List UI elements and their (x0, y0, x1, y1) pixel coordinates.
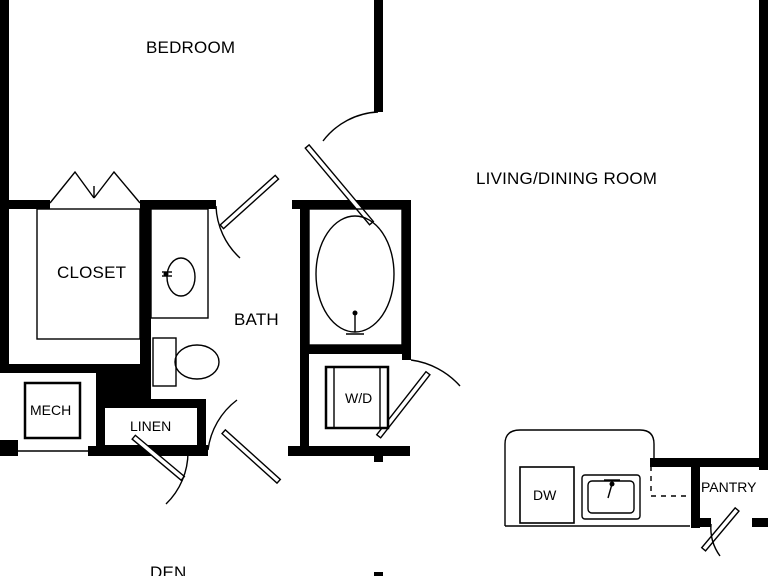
kitchen-counter-outline (504, 429, 655, 526)
label-bath: BATH (234, 310, 279, 329)
wall-mech-bottom-right (88, 446, 108, 456)
wall-bedroom-living-divider (374, 0, 383, 112)
wall-closet-bottom (0, 364, 151, 373)
labels: BEDROOM LIVING/DINING ROOM CLOSET BATH M… (30, 38, 757, 576)
label-linen: LINEN (130, 418, 171, 434)
wall-mech-right (96, 364, 105, 456)
wall-mech-linen-block (103, 364, 151, 400)
bath-top-door[interactable] (215, 174, 280, 259)
bath-sink-icon (162, 257, 196, 297)
fixtures (23, 208, 641, 524)
wall-tub-left (300, 200, 309, 354)
wall-right-exterior (759, 0, 768, 470)
label-closet: CLOSET (57, 263, 126, 282)
closet-bifold-doors[interactable] (49, 170, 141, 204)
label-den: DEN (150, 563, 187, 576)
wall-closet-top-left (0, 200, 50, 209)
bathtub-icon (308, 208, 403, 346)
wall-den-stub (374, 572, 383, 576)
bath-bottom-door[interactable] (207, 399, 282, 485)
wall-closet-top-right (140, 200, 216, 209)
label-bedroom: BEDROOM (146, 38, 235, 57)
wall-left-exterior-top (0, 0, 9, 210)
wall-pantry-left (691, 458, 700, 528)
dishwasher-icon (519, 466, 575, 524)
wd-door[interactable] (375, 359, 461, 439)
wall-wd-top (300, 345, 411, 354)
vanity-counter (150, 208, 209, 319)
wall-left-exterior-lower (0, 440, 18, 456)
label-living-dining: LIVING/DINING ROOM (476, 169, 657, 188)
pantry-door[interactable] (700, 506, 740, 557)
wall-bath-bottom-stub (374, 446, 383, 462)
wall-bath-bottom (288, 446, 410, 456)
wall-wd-left (300, 345, 309, 456)
label-mech: MECH (30, 402, 71, 418)
label-washer-dryer: W/D (345, 390, 372, 406)
wall-linen-right (197, 399, 206, 456)
kitchen-sink-icon (581, 474, 641, 520)
toilet-icon (152, 337, 220, 387)
wall-bath-top-right (292, 200, 410, 209)
interior-lines (18, 208, 691, 527)
mech-box (23, 381, 82, 440)
wall-closet-bath-divider (140, 200, 151, 386)
wall-pantry-top (650, 458, 768, 467)
wall-linen-top (103, 399, 205, 408)
wall-pantry-bottom-left (691, 518, 711, 527)
label-pantry: PANTRY (701, 479, 757, 495)
label-dishwasher: DW (533, 487, 557, 503)
washer-dryer-icon (324, 365, 390, 430)
closet-shelf-outline (36, 208, 141, 340)
wall-pantry-bottom-right (752, 518, 768, 527)
linen-door[interactable] (131, 434, 189, 505)
wall-linen-bottom (103, 445, 208, 456)
wall-left-exterior-middle (0, 200, 9, 370)
doors (49, 111, 740, 557)
bedroom-door[interactable] (304, 111, 379, 226)
wall-tub-right (402, 200, 411, 360)
